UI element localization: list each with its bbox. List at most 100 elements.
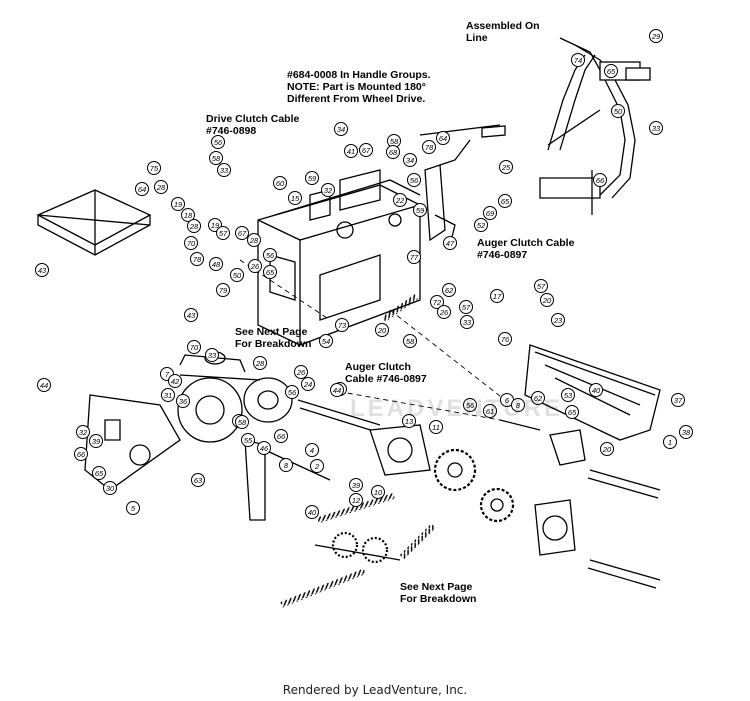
callout-34: 34 (334, 122, 348, 136)
svg-text:65: 65 (568, 408, 577, 417)
svg-text:40: 40 (308, 508, 317, 517)
svg-text:34: 34 (337, 125, 345, 134)
svg-text:4: 4 (310, 446, 314, 455)
callout-55: 55 (241, 433, 255, 447)
svg-text:43: 43 (187, 311, 196, 320)
callout-72: 72 (430, 295, 444, 309)
callout-67: 67 (359, 143, 373, 157)
svg-text:59: 59 (416, 206, 425, 215)
callout-44: 44 (330, 383, 344, 397)
shift-rod (419, 124, 506, 166)
svg-text:8: 8 (284, 461, 289, 470)
svg-text:67: 67 (362, 146, 371, 155)
callout-37: 37 (671, 393, 685, 407)
callout-65: 65 (565, 405, 579, 419)
svg-text:36: 36 (179, 397, 188, 406)
auger-clutch-cable-lower-note: Auger Clutch Cable #746-0897 (345, 361, 427, 385)
svg-text:64: 64 (439, 134, 447, 143)
svg-text:57: 57 (537, 282, 546, 291)
svg-text:74: 74 (574, 56, 582, 65)
assembled-on-line-note: Assembled On Line (466, 20, 540, 44)
callout-58: 58 (209, 151, 223, 165)
callout-2: 2 (310, 459, 324, 473)
callout-33: 33 (649, 121, 663, 135)
svg-text:31: 31 (164, 391, 172, 400)
callout-65: 65 (263, 265, 277, 279)
footer-credit: Rendered by LeadVenture, Inc. (282, 683, 468, 697)
callout-38: 38 (679, 425, 693, 439)
wheel-hubs (369, 424, 586, 556)
svg-text:24: 24 (303, 380, 312, 389)
svg-text:28: 28 (255, 359, 265, 368)
callout-46: 46 (257, 441, 271, 455)
svg-text:39: 39 (352, 481, 361, 490)
callout-66: 66 (74, 447, 88, 461)
callout-33: 33 (460, 315, 474, 329)
callout-28: 28 (253, 356, 267, 370)
svg-text:56: 56 (466, 401, 475, 410)
callout-60: 60 (273, 176, 287, 190)
callout-13: 13 (402, 414, 416, 428)
auger-clutch-cable-upper-note: Auger Clutch Cable #746-0897 (477, 237, 575, 261)
callout-58: 58 (403, 334, 417, 348)
drive-clutch-cable-note: Drive Clutch Cable #746-0898 (206, 113, 300, 137)
callout-28: 28 (187, 219, 201, 233)
callout-78: 78 (422, 140, 436, 154)
svg-text:68: 68 (389, 148, 398, 157)
svg-text:37: 37 (674, 396, 683, 405)
svg-text:65: 65 (607, 67, 616, 76)
callout-76: 76 (498, 332, 512, 346)
callout-66: 66 (593, 173, 607, 187)
callout-52: 52 (474, 218, 488, 232)
pulley-bracket (84, 394, 181, 491)
svg-text:56: 56 (214, 138, 223, 147)
callout-26: 26 (248, 259, 262, 273)
svg-text:34: 34 (406, 156, 414, 165)
callout-63: 63 (191, 473, 205, 487)
svg-text:26: 26 (439, 308, 449, 317)
callout-32: 32 (321, 183, 335, 197)
svg-text:56: 56 (288, 388, 297, 397)
svg-text:32: 32 (79, 428, 88, 437)
callout-11: 11 (429, 420, 443, 434)
callout-70: 70 (184, 236, 198, 250)
svg-text:44: 44 (333, 386, 341, 395)
callout-39: 39 (349, 478, 363, 492)
svg-text:75: 75 (150, 164, 159, 173)
svg-text:6: 6 (505, 396, 510, 405)
callout-65: 65 (92, 466, 106, 480)
svg-text:62: 62 (534, 394, 543, 403)
callout-12: 12 (349, 493, 363, 507)
callout-26: 26 (437, 305, 451, 319)
svg-text:42: 42 (171, 377, 180, 386)
svg-text:76: 76 (501, 335, 510, 344)
callout-41: 41 (344, 144, 358, 158)
svg-text:64: 64 (138, 185, 146, 194)
callout-74: 74 (571, 53, 585, 67)
svg-text:43: 43 (38, 266, 47, 275)
svg-text:30: 30 (106, 484, 115, 493)
svg-text:65: 65 (95, 469, 104, 478)
svg-text:57: 57 (462, 303, 471, 312)
pulley-group (177, 351, 293, 443)
callout-56: 56 (463, 398, 477, 412)
callout-15: 15 (288, 191, 302, 205)
callout-29: 29 (649, 29, 663, 43)
callout-57: 57 (459, 300, 473, 314)
svg-text:22: 22 (395, 196, 405, 205)
clutch-bracket (424, 164, 456, 246)
callout-79: 79 (216, 283, 230, 297)
callout-67: 67 (235, 226, 249, 240)
callout-1: 1 (663, 435, 677, 449)
svg-text:28: 28 (156, 183, 166, 192)
callout-4: 4 (305, 443, 319, 457)
callout-73: 73 (335, 318, 349, 332)
callout-24: 24 (301, 377, 315, 391)
svg-text:66: 66 (277, 432, 286, 441)
callout-30: 30 (103, 481, 117, 495)
svg-text:23: 23 (553, 316, 563, 325)
svg-text:40: 40 (592, 386, 601, 395)
svg-text:67: 67 (238, 229, 247, 238)
callout-70: 70 (187, 340, 201, 354)
